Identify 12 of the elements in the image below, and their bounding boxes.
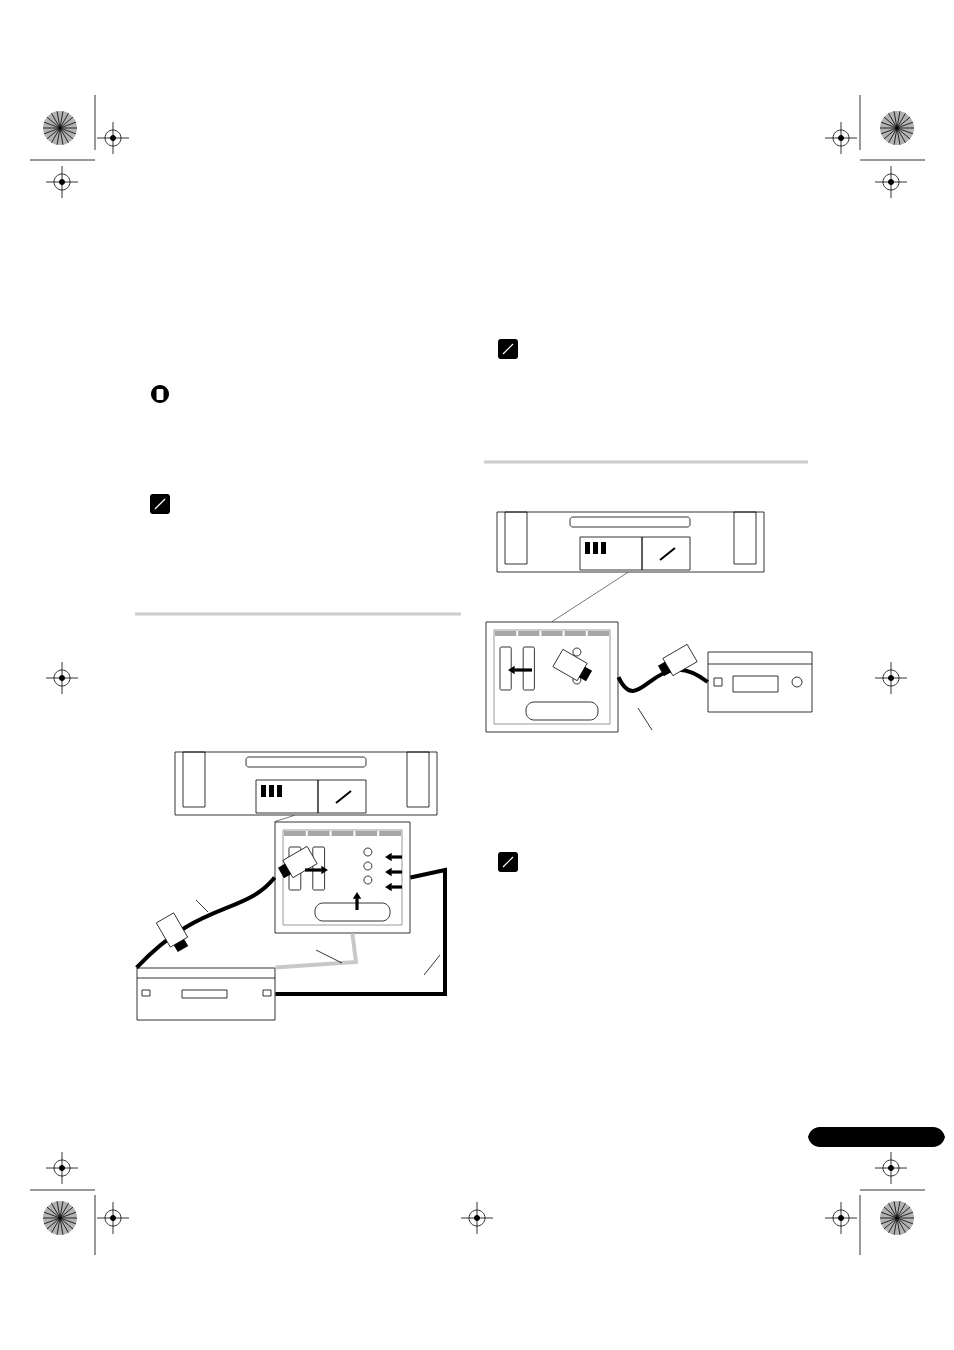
cable bbox=[275, 867, 447, 996]
callout-line bbox=[551, 572, 629, 622]
callout-line bbox=[274, 815, 295, 822]
recorder-drawing bbox=[707, 651, 813, 713]
television-drawing bbox=[174, 751, 438, 816]
cable bbox=[135, 876, 277, 970]
terminal-panel-drawing bbox=[274, 821, 411, 934]
television-drawing bbox=[496, 511, 765, 573]
cable bbox=[275, 933, 359, 970]
player-drawing bbox=[136, 967, 276, 1021]
cable bbox=[616, 667, 709, 693]
terminal-panel-drawing bbox=[485, 621, 619, 733]
